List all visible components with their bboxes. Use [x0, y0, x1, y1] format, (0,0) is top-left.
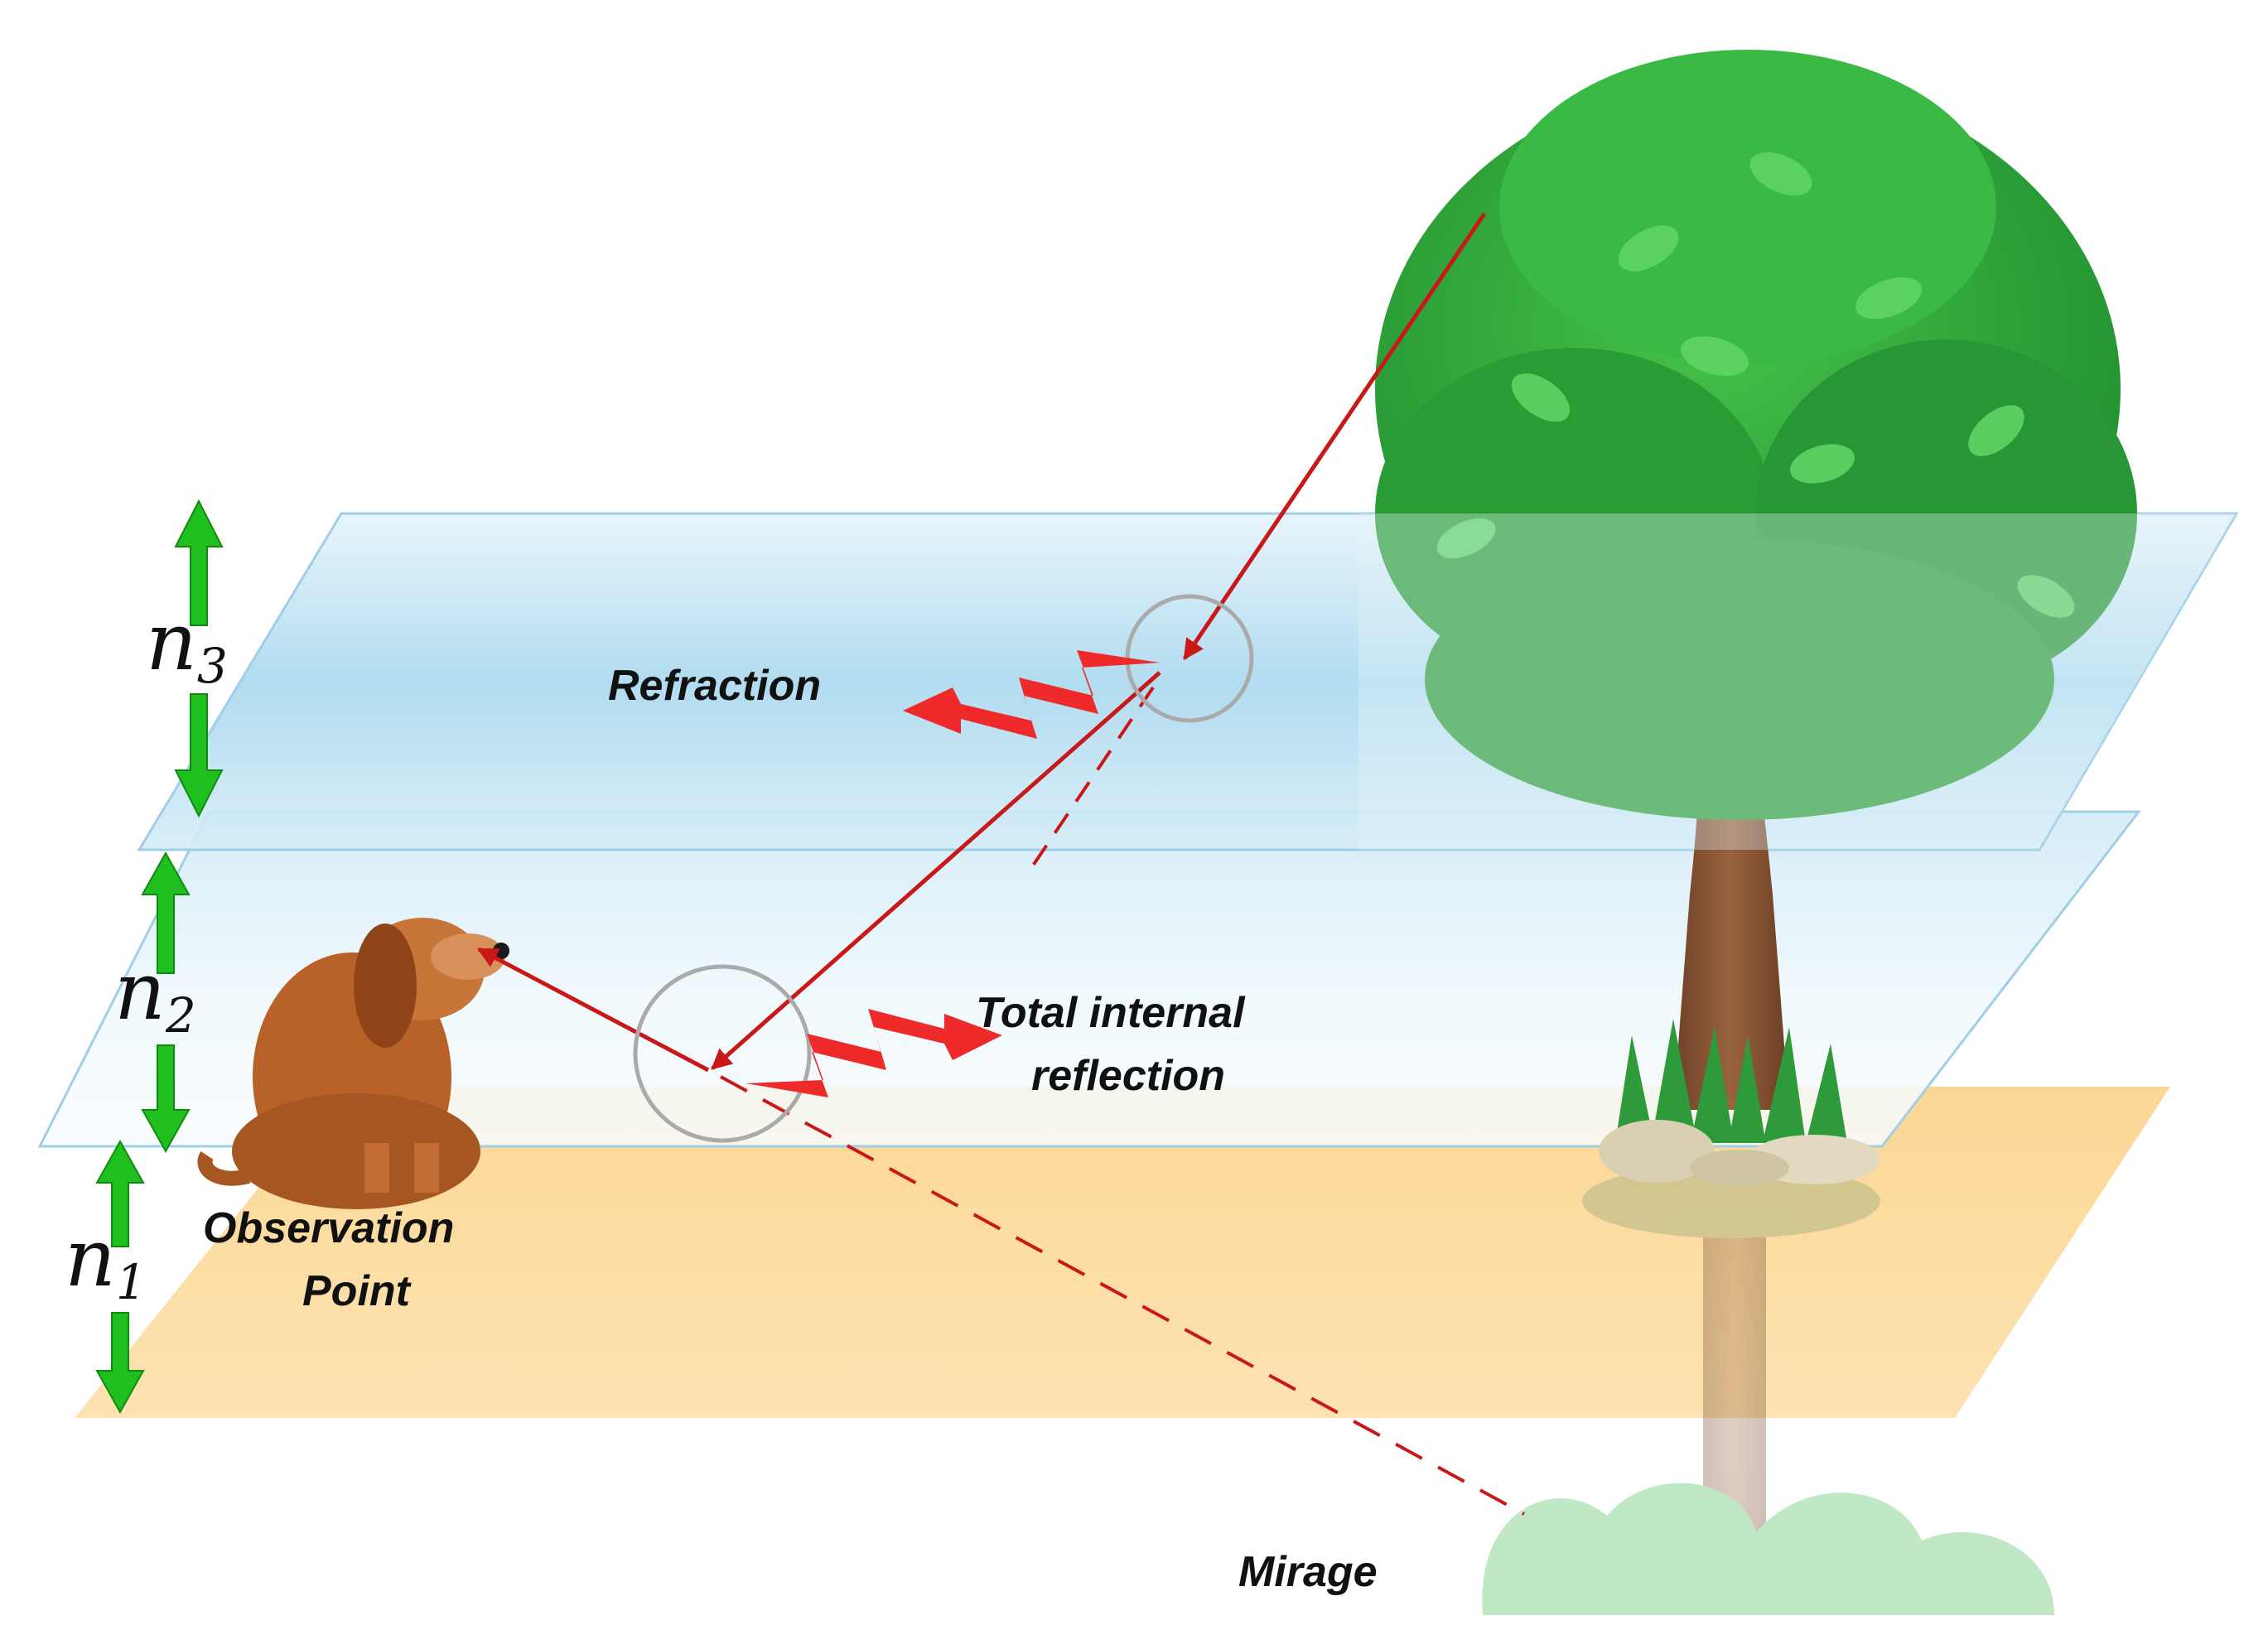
reflection-jagged-arrow: [746, 1009, 1002, 1097]
tir-label-line2: reflection: [1031, 1052, 1225, 1100]
tir-label-line1: Total internal: [976, 989, 1246, 1037]
n2-label: n2: [114, 945, 196, 1044]
reflection-circle: [633, 964, 812, 1143]
reflected-ray: [476, 947, 710, 1073]
n3-label: n3: [146, 596, 228, 694]
tree-mist: [1358, 514, 2237, 850]
mirage-label: Mirage: [1238, 1548, 1378, 1596]
refracted-ray: [711, 671, 1161, 1070]
observation-label-line2: Point: [302, 1267, 413, 1315]
mirage-dashed-line: [720, 1075, 1525, 1516]
double-arrow-icon: [174, 499, 224, 818]
n1-label: n1: [65, 1212, 147, 1310]
double-arrow-icon: [95, 1139, 145, 1415]
light-rays: [476, 212, 1525, 1516]
double-arrow-icon: [141, 851, 191, 1154]
dog-icon: [197, 918, 509, 1209]
refraction-jagged-arrow: [903, 650, 1160, 739]
observation-label-line1: Observation: [203, 1204, 454, 1252]
tree-icon: [1375, 50, 2137, 1186]
refraction-label: Refraction: [608, 662, 821, 710]
incident-ray: [1182, 212, 1487, 661]
